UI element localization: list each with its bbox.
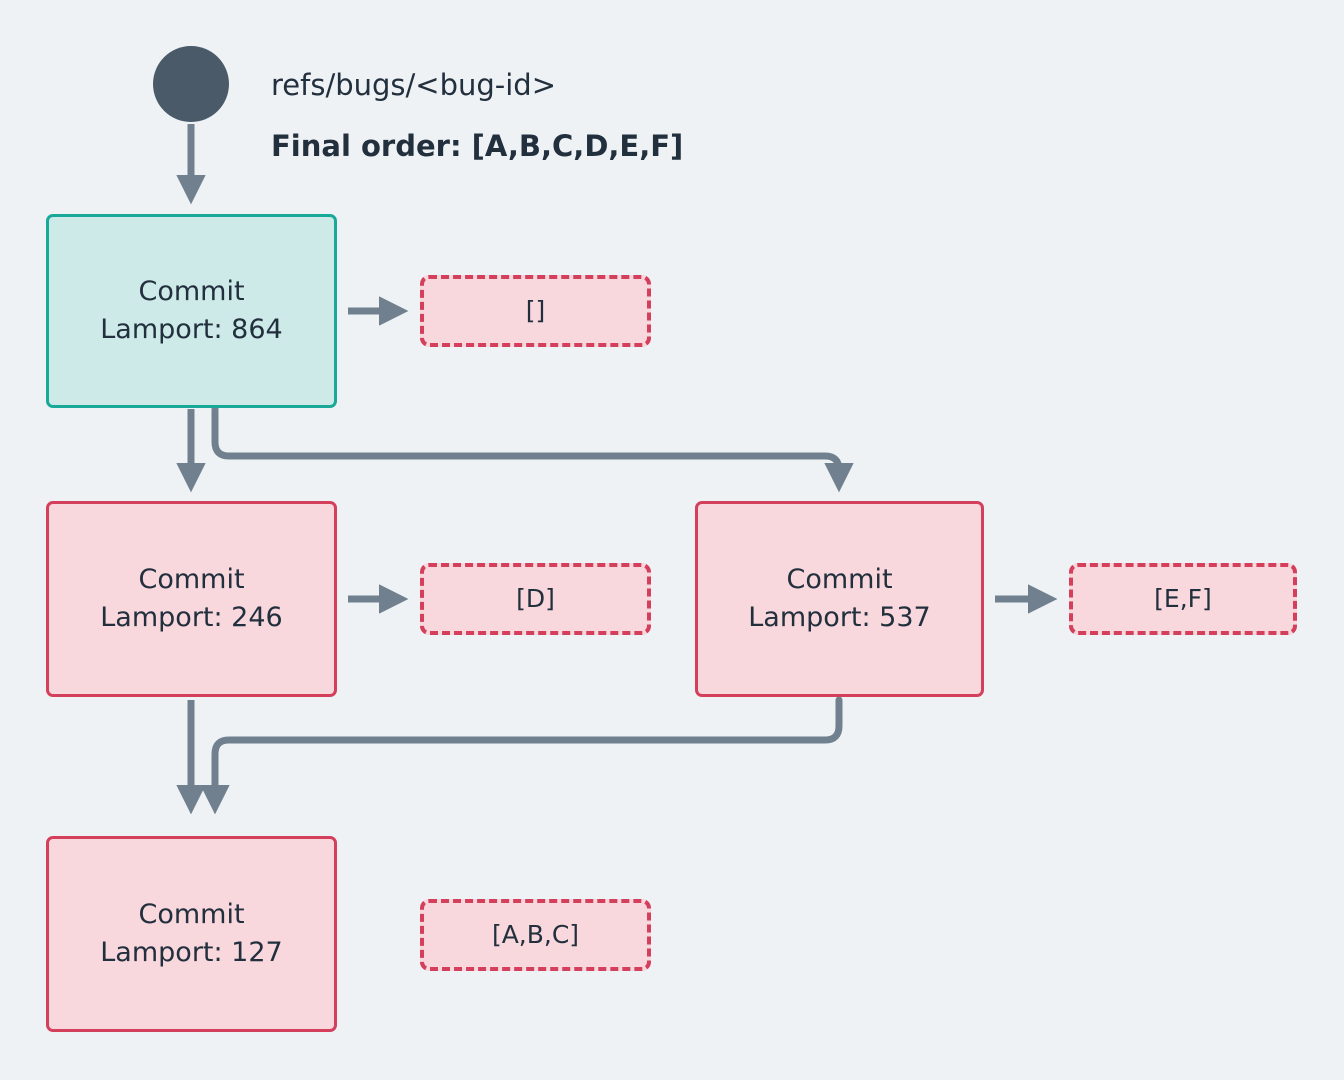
commit-title: Commit xyxy=(786,563,893,595)
ref-path-label: refs/bugs/<bug-id> xyxy=(271,68,557,102)
commit-title: Commit xyxy=(138,563,245,595)
commit-node-127[interactable]: Commit Lamport: 127 xyxy=(46,836,337,1032)
payload-node-246[interactable]: [D] xyxy=(420,563,651,635)
edge-commit-537-to-commit-127 xyxy=(200,696,843,815)
final-order-label: Final order: [A,B,C,D,E,F] xyxy=(271,129,684,163)
payload-value: [E,F] xyxy=(1154,584,1212,614)
commit-node-864[interactable]: Commit Lamport: 864 xyxy=(46,214,337,408)
commit-lamport: Lamport: 246 xyxy=(100,602,283,633)
payload-node-127[interactable]: [A,B,C] xyxy=(420,899,651,971)
payload-value: [D] xyxy=(516,584,555,614)
edge-commit-864-to-commit-537 xyxy=(211,405,854,493)
root-circle-node[interactable] xyxy=(153,46,229,122)
payload-node-537[interactable]: [E,F] xyxy=(1069,563,1297,635)
payload-node-864[interactable]: [] xyxy=(420,275,651,347)
payload-value: [] xyxy=(525,296,546,326)
commit-lamport: Lamport: 864 xyxy=(100,314,283,345)
commit-lamport: Lamport: 537 xyxy=(748,602,931,633)
commit-node-246[interactable]: Commit Lamport: 246 xyxy=(46,501,337,697)
payload-value: [A,B,C] xyxy=(491,920,580,950)
commit-node-537[interactable]: Commit Lamport: 537 xyxy=(695,501,984,697)
commit-title: Commit xyxy=(138,275,245,307)
commit-title: Commit xyxy=(138,898,245,930)
commit-lamport: Lamport: 127 xyxy=(100,937,283,968)
